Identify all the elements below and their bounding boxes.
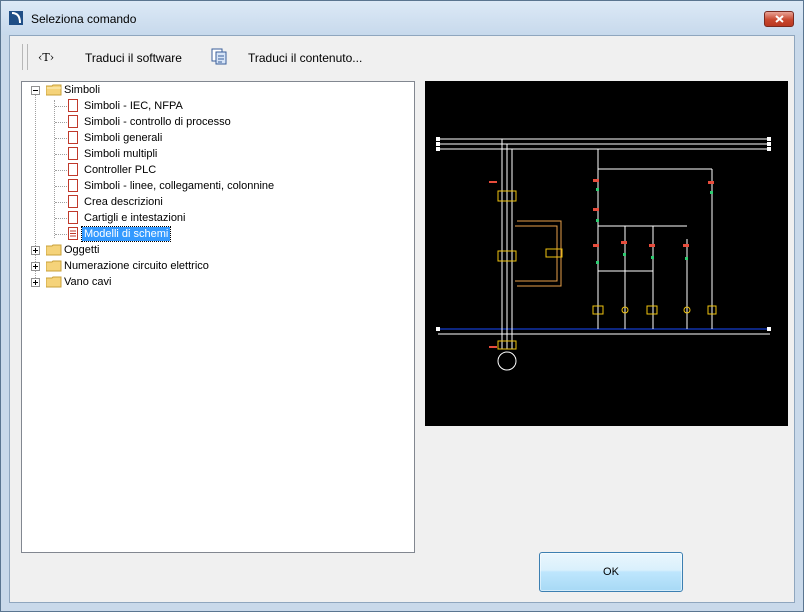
- symbol-page-icon: [68, 195, 78, 208]
- title-bar[interactable]: Seleziona comando: [1, 1, 803, 35]
- folder-open-icon: [46, 84, 62, 96]
- tree-node-numerazione[interactable]: Numerazione circuito elettrico: [22, 258, 412, 274]
- folder-icon: [46, 244, 62, 256]
- tree-node-simboli-iec[interactable]: Simboli - IEC, NFPA: [22, 98, 412, 114]
- translate-software-button[interactable]: Traduci il software: [85, 51, 182, 65]
- expand-icon[interactable]: [31, 278, 40, 287]
- symbol-page-icon: [68, 147, 78, 160]
- translate-text-icon: ‹T›: [38, 51, 54, 64]
- expand-icon[interactable]: [31, 246, 40, 255]
- symbol-page-icon: [68, 179, 78, 192]
- tree-node-simboli[interactable]: Simboli: [22, 82, 412, 98]
- close-icon: [775, 15, 784, 23]
- expand-icon[interactable]: [31, 262, 40, 271]
- symbol-page-icon: [68, 115, 78, 128]
- tree-node-oggetti[interactable]: Oggetti: [22, 242, 412, 258]
- tree-node-simboli-linee[interactable]: Simboli - linee, collegamenti, colonnine: [22, 178, 412, 194]
- tree-node-cartigli[interactable]: Cartigli e intestazioni: [22, 210, 412, 226]
- close-button[interactable]: [764, 11, 794, 27]
- folder-icon: [46, 260, 62, 272]
- tree-label: Simboli: [64, 84, 101, 96]
- tree-node-simboli-multipli[interactable]: Simboli multipli: [22, 146, 412, 162]
- ok-button-label: OK: [603, 566, 619, 578]
- ok-button[interactable]: OK: [539, 552, 683, 592]
- dialog-client-area: ‹T› Traduci il software Traduci il conte…: [9, 35, 795, 603]
- tree-node-simboli-generali[interactable]: Simboli generali: [22, 130, 412, 146]
- translate-content-icon: [211, 48, 227, 65]
- schema-page-icon: [68, 227, 78, 240]
- tree-root-line: [35, 94, 36, 286]
- tree-node-modelli-schemi[interactable]: Modelli di schemi: [22, 226, 412, 242]
- toolbar-grip[interactable]: [22, 44, 28, 70]
- symbol-page-icon: [68, 99, 78, 112]
- schematic-preview: [425, 81, 788, 426]
- tree-branch-line: [54, 100, 55, 238]
- tree-node-simboli-processo[interactable]: Simboli - controllo di processo: [22, 114, 412, 130]
- tree-node-vano-cavi[interactable]: Vano cavi: [22, 274, 412, 290]
- symbol-page-icon: [68, 131, 78, 144]
- tree-node-crea-descrizioni[interactable]: Crea descrizioni: [22, 194, 412, 210]
- app-icon: [9, 11, 23, 25]
- command-tree[interactable]: Simboli Simboli - IEC, NFPA Simboli - co…: [21, 81, 415, 553]
- toolbar: ‹T› Traduci il software Traduci il conte…: [10, 36, 796, 78]
- svg-text:‹T›: ‹T›: [38, 51, 54, 64]
- tree-node-controller-plc[interactable]: Controller PLC: [22, 162, 412, 178]
- schematic-drawing: [436, 137, 771, 371]
- translate-content-button[interactable]: Traduci il contenuto...: [248, 51, 363, 65]
- symbol-page-icon: [68, 163, 78, 176]
- collapse-icon[interactable]: [31, 86, 40, 95]
- window-title: Seleziona comando: [31, 12, 137, 26]
- symbol-page-icon: [68, 211, 78, 224]
- folder-icon: [46, 276, 62, 288]
